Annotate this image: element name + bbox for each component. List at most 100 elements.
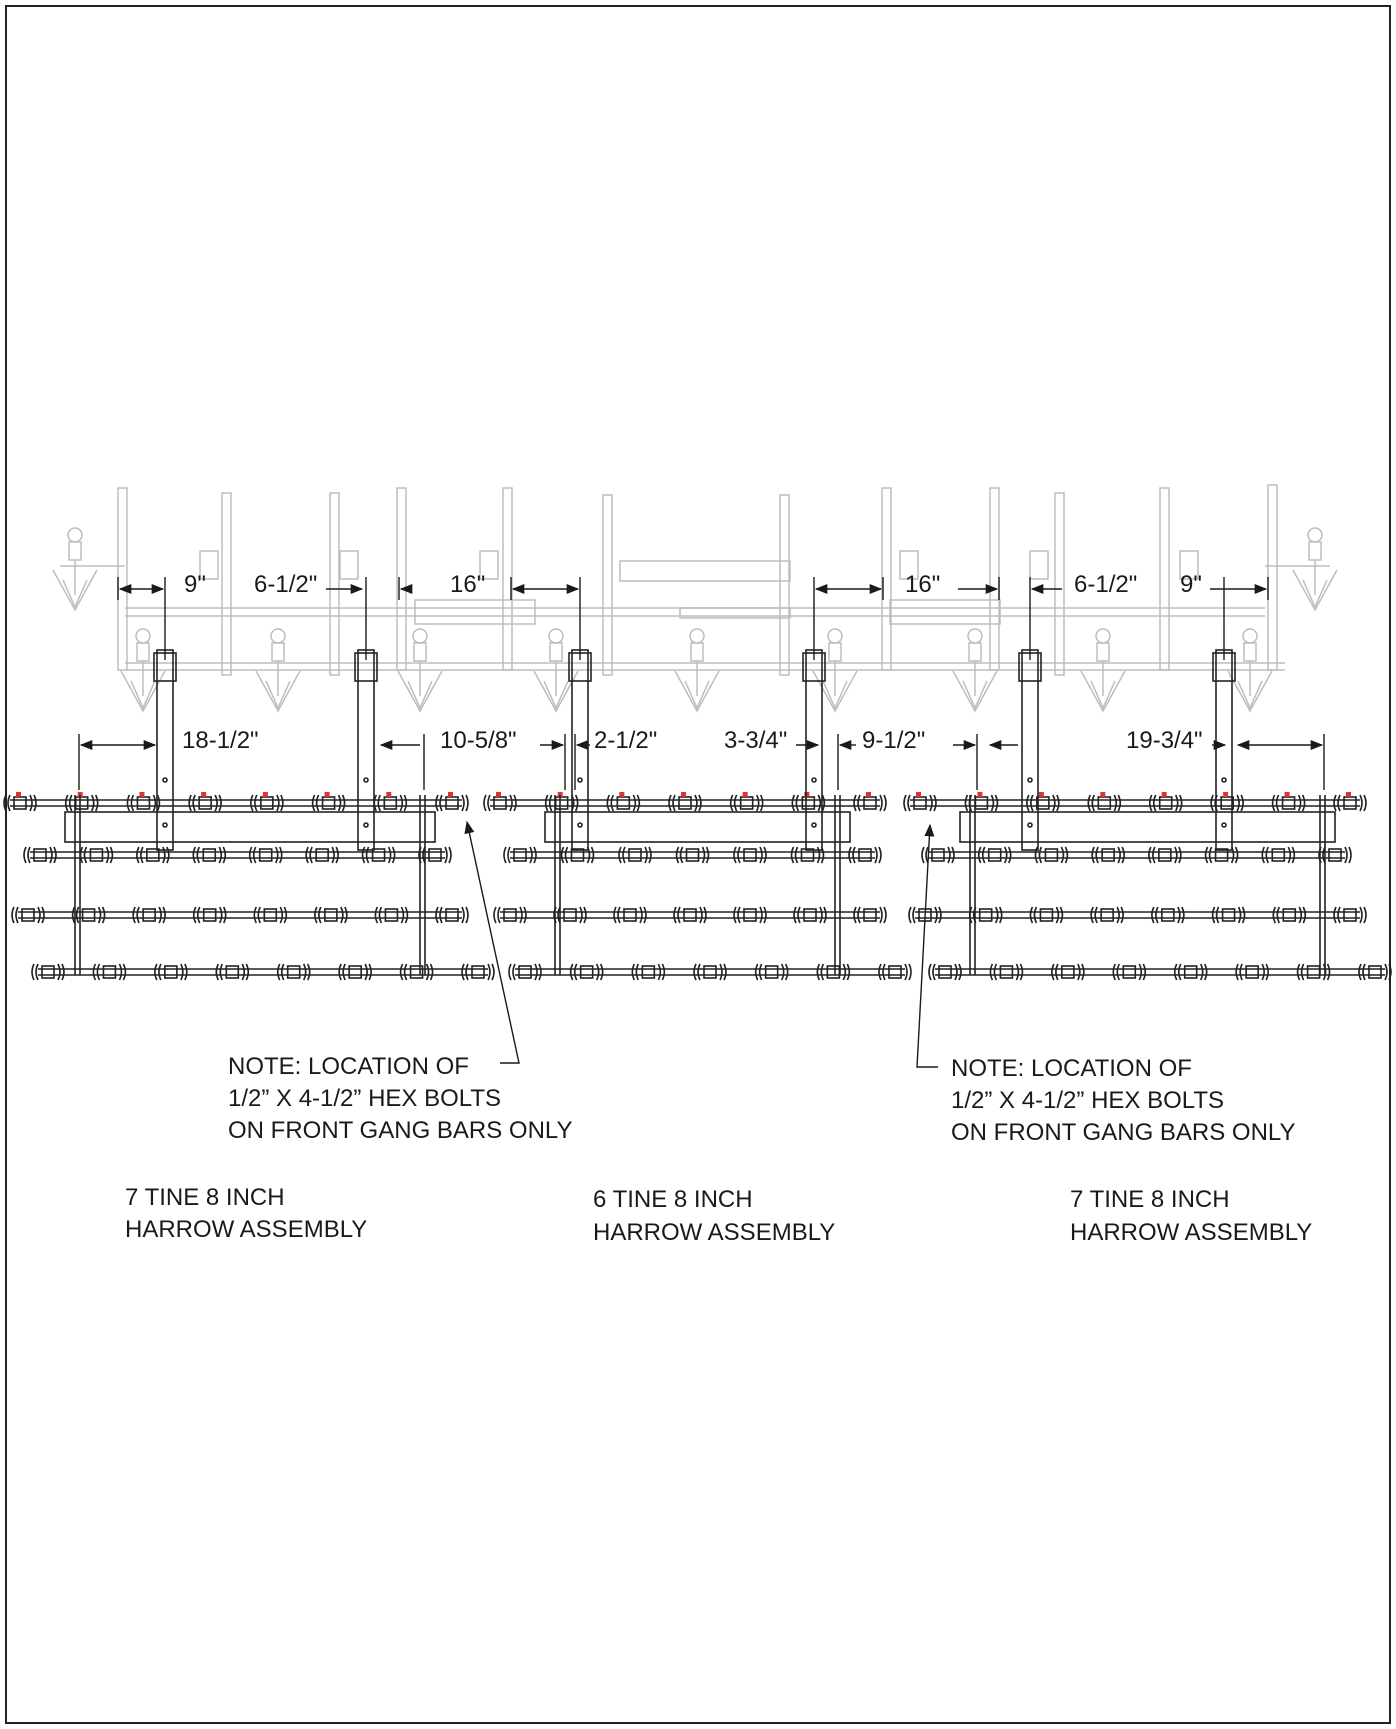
- harrow-tine: [1090, 906, 1124, 924]
- harrow-tine: [188, 792, 222, 812]
- harrow-tine: [64, 792, 99, 812]
- hex-bolt-marker: [201, 792, 207, 797]
- harrow-tine: [848, 846, 882, 864]
- harrow-tine: [791, 792, 826, 812]
- harrow-tine: [560, 846, 595, 864]
- harrow-tine: [1148, 846, 1182, 864]
- sweep-shank: [533, 628, 579, 713]
- harrow-tine: [977, 846, 1012, 864]
- harrow-tine: [793, 906, 827, 924]
- harrow-tine: [733, 906, 767, 924]
- harrow-tine: [1087, 792, 1122, 812]
- harrow-tine: [399, 963, 434, 981]
- frame-upright: [779, 494, 790, 676]
- harrow-tine: [1173, 963, 1208, 981]
- harrow-tine: [253, 906, 288, 924]
- hex-bolt-marker: [619, 792, 625, 797]
- note-left-line-3: ON FRONT GANG BARS ONLY: [228, 1117, 573, 1144]
- harrow-tine: [314, 906, 348, 924]
- harrow-tine: [1318, 846, 1352, 864]
- harrow-tine: [31, 963, 65, 981]
- harrow-tine: [853, 792, 887, 812]
- harrow-tine: [192, 846, 227, 864]
- dim-bottom-4: 3-3/4": [724, 727, 787, 754]
- harrow-tine: [878, 963, 912, 981]
- harrow-tine: [493, 906, 527, 924]
- harrow-tine: [921, 846, 955, 864]
- harrow-tine: [1204, 846, 1239, 864]
- harrow-tine: [508, 963, 542, 981]
- hex-bolt-marker: [866, 792, 871, 797]
- harrow-tine: [1261, 846, 1296, 864]
- hex-bolt-marker: [557, 792, 563, 797]
- frame-upright: [881, 487, 892, 671]
- assembly-1-line-2: HARROW ASSEMBLY: [125, 1216, 367, 1243]
- harrow-tine: [618, 846, 652, 864]
- hex-bolt-marker: [1100, 792, 1106, 797]
- dim-bottom-2: 10-5/8": [440, 727, 517, 754]
- cross-member: [64, 811, 436, 843]
- harrow-tine: [1112, 963, 1147, 981]
- harrow-tine: [693, 963, 727, 981]
- harrow-tine: [373, 792, 408, 812]
- harrow-tine: [71, 906, 106, 924]
- sweep-shank: [674, 628, 720, 713]
- harrow-tine: [132, 906, 166, 924]
- harrow-tine: [1272, 906, 1307, 924]
- cross-member: [959, 811, 1336, 843]
- hex-bolt-marker: [139, 792, 145, 797]
- harrow-tine: [816, 963, 851, 981]
- sweep-shank: [52, 527, 98, 612]
- frame-upright: [602, 494, 613, 676]
- hex-bolt-marker: [742, 792, 748, 797]
- dim-top-5: 6-1/2": [1074, 571, 1137, 598]
- dim-top-2: 6-1/2": [254, 571, 317, 598]
- sweep-shank: [952, 628, 998, 713]
- hex-bolt-marker: [77, 792, 83, 797]
- harrow-tine: [631, 963, 666, 981]
- dimension-lines: [78, 577, 1325, 790]
- dim-bottom-1: 18-1/2": [182, 727, 259, 754]
- mount-arm: [1021, 649, 1039, 851]
- harrow-tine: [544, 792, 579, 812]
- harrow-tine: [1026, 792, 1060, 812]
- harrow-tine: [1271, 792, 1306, 812]
- note-right-line-2: 1/2” X 4-1/2” HEX BOLTS: [951, 1087, 1224, 1114]
- harrow-tine: [461, 963, 495, 981]
- harrow-tine: [1358, 963, 1392, 981]
- harrow-assembly-right: [903, 649, 1392, 981]
- hex-bolt-marker: [916, 792, 921, 797]
- harrow-tine: [668, 792, 702, 812]
- note-right-line-1: NOTE: LOCATION OF: [951, 1055, 1192, 1082]
- harrow-tine: [553, 906, 587, 924]
- frame-upright: [1159, 487, 1170, 671]
- frame-upright: [1267, 484, 1278, 671]
- sweep-shank: [1080, 628, 1126, 713]
- harrow-tine: [1029, 906, 1064, 924]
- mount-arm: [1215, 649, 1233, 851]
- harrow-tine: [483, 792, 517, 812]
- dim-top-1: 9": [184, 571, 206, 598]
- harrow-tine: [418, 846, 452, 864]
- note-left: NOTE: LOCATION OF 1/2” X 4-1/2” HEX BOLT…: [228, 1053, 573, 1144]
- harrow-assembly-left: [3, 649, 495, 981]
- harrow-tine: [754, 963, 789, 981]
- note-left-line-1: NOTE: LOCATION OF: [228, 1053, 469, 1080]
- sweep-shank: [1227, 628, 1273, 713]
- harrow-tine: [1034, 846, 1069, 864]
- assembly-2-line-1: 6 TINE 8 INCH: [593, 1186, 753, 1213]
- harrow-tine: [248, 846, 283, 864]
- harrow-tine: [1333, 792, 1367, 812]
- hex-bolt-marker: [324, 792, 330, 797]
- harrow-tine: [1091, 846, 1125, 864]
- hex-bolt-marker: [262, 792, 268, 797]
- harrow-tine: [1210, 792, 1244, 812]
- harrow-tine: [250, 792, 284, 812]
- dim-bottom-6: 19-3/4": [1126, 727, 1203, 754]
- harrow-tine: [435, 906, 469, 924]
- sweep-shank: [120, 628, 166, 713]
- frame-upright: [502, 487, 513, 671]
- note-right: NOTE: LOCATION OF 1/2” X 4-1/2” HEX BOLT…: [951, 1055, 1296, 1146]
- harrow-tine: [79, 846, 114, 864]
